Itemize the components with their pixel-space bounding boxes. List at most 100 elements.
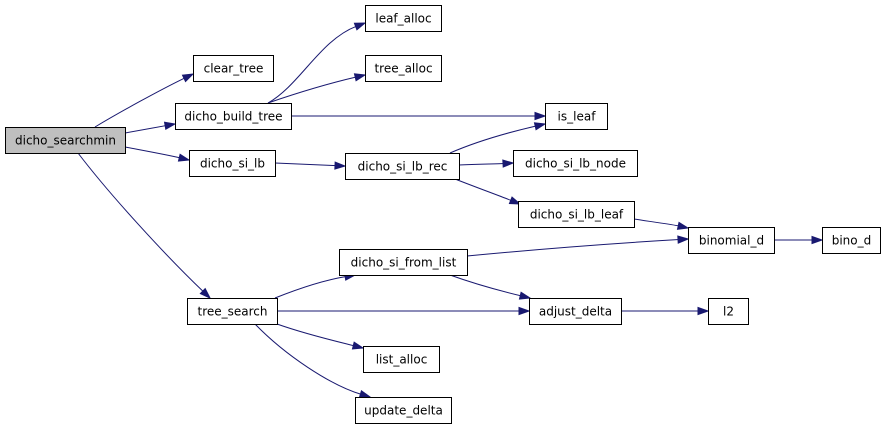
node-label: tree_search bbox=[197, 305, 267, 319]
edge-line bbox=[124, 146, 181, 159]
edge-arrowhead bbox=[181, 73, 195, 83]
node-label: clear_tree bbox=[204, 62, 264, 76]
node-box bbox=[339, 249, 468, 276]
node-dicho-si-lb-rec[interactable]: dicho_si_lb_rec bbox=[345, 153, 460, 180]
node-tree-alloc[interactable]: tree_alloc bbox=[365, 55, 442, 82]
node-box bbox=[365, 55, 442, 82]
edge-line bbox=[267, 25, 357, 104]
node-clear-tree[interactable]: clear_tree bbox=[193, 55, 274, 82]
node-label: update_delta bbox=[364, 404, 443, 418]
node-box bbox=[175, 103, 292, 130]
edge-line bbox=[254, 323, 362, 395]
node-dicho-si-lb-node[interactable]: dicho_si_lb_node bbox=[513, 150, 638, 177]
edge-dicho-si-lb-rec-to-is-leaf bbox=[449, 122, 547, 154]
edge-line bbox=[77, 152, 204, 293]
edge-line bbox=[449, 125, 537, 154]
node-box bbox=[545, 103, 608, 130]
node-box bbox=[688, 227, 775, 254]
edge-dicho-si-from-list-to-adjust-delta bbox=[449, 274, 532, 300]
node-box bbox=[708, 298, 749, 325]
node-box bbox=[345, 153, 460, 180]
edge-binomial-d-to-bino-d bbox=[774, 235, 824, 245]
call-graph-nodes: dicho_searchmin clear_tree dicho_build_tre… bbox=[5, 5, 881, 424]
node-tree-search[interactable]: tree_search bbox=[187, 298, 278, 325]
edge-arrowhead bbox=[351, 341, 365, 350]
node-label: dicho_si_lb_node bbox=[525, 157, 626, 171]
node-dicho-si-from-list[interactable]: dicho_si_from_list bbox=[339, 249, 468, 276]
node-box bbox=[193, 55, 274, 82]
edge-arrowhead bbox=[199, 287, 212, 300]
node-label: tree_alloc bbox=[374, 62, 432, 76]
node-list-alloc[interactable]: list_alloc bbox=[363, 346, 440, 373]
edge-adjust-delta-to-l2 bbox=[621, 306, 710, 316]
node-box bbox=[518, 201, 635, 228]
edge-arrowhead bbox=[502, 159, 515, 168]
node-dicho-searchmin[interactable]: dicho_searchmin bbox=[5, 127, 126, 154]
edge-dicho-si-lb-rec-to-dicho-si-lb-node bbox=[458, 159, 515, 168]
node-label: is_leaf bbox=[558, 110, 597, 124]
node-leaf-alloc[interactable]: leaf_alloc bbox=[365, 5, 442, 32]
edge-line bbox=[449, 274, 522, 297]
edge-arrowhead bbox=[677, 235, 690, 244]
edge-arrowhead bbox=[508, 196, 522, 205]
edge-dicho-searchmin-to-clear-tree bbox=[94, 73, 195, 128]
node-update-delta[interactable]: update_delta bbox=[355, 397, 452, 424]
edge-tree-search-to-adjust-delta bbox=[277, 306, 531, 316]
node-label: dicho_build_tree bbox=[184, 110, 282, 124]
node-label: dicho_si_lb bbox=[200, 157, 265, 171]
edge-arrowhead bbox=[358, 389, 372, 399]
edge-line bbox=[274, 162, 337, 167]
edge-line bbox=[267, 76, 357, 104]
node-bino-d[interactable]: bino_d bbox=[822, 227, 881, 254]
node-label: dicho_si_lb_rec bbox=[358, 160, 448, 174]
edge-arrowhead bbox=[676, 221, 690, 230]
edge-dicho-si-lb-to-dicho-si-lb-rec bbox=[274, 161, 347, 170]
node-box bbox=[363, 346, 440, 373]
edge-line bbox=[454, 178, 512, 202]
node-label: dicho_si_lb_leaf bbox=[530, 208, 624, 222]
node-binomial-d[interactable]: binomial_d bbox=[688, 227, 775, 254]
edge-arrowhead bbox=[533, 122, 547, 131]
node-label: adjust_delta bbox=[539, 305, 612, 319]
edge-arrowhead bbox=[811, 235, 824, 245]
edge-line bbox=[124, 125, 167, 134]
edge-arrowhead bbox=[177, 153, 191, 162]
node-box bbox=[365, 5, 442, 32]
node-dicho-si-lb[interactable]: dicho_si_lb bbox=[189, 150, 276, 177]
node-label: binomial_d bbox=[699, 234, 764, 248]
edge-line bbox=[274, 275, 347, 299]
edge-tree-search-to-dicho-si-from-list bbox=[274, 272, 357, 299]
edge-dicho-si-from-list-to-binomial-d bbox=[466, 235, 690, 257]
edge-tree-search-to-list-alloc bbox=[276, 323, 365, 350]
node-adjust-delta[interactable]: adjust_delta bbox=[529, 298, 622, 325]
edge-arrowhead bbox=[353, 22, 367, 31]
edge-line bbox=[458, 162, 505, 166]
edge-line bbox=[466, 239, 680, 257]
edge-arrowhead bbox=[334, 161, 347, 170]
edge-dicho-si-lb-leaf-to-binomial-d bbox=[633, 218, 690, 230]
node-dicho-si-lb-leaf[interactable]: dicho_si_lb_leaf bbox=[518, 201, 635, 228]
node-box bbox=[187, 298, 278, 325]
edge-dicho-si-lb-rec-to-dicho-si-lb-leaf bbox=[454, 178, 522, 205]
node-label: dicho_si_from_list bbox=[351, 256, 457, 270]
edge-dicho-build-tree-to-tree-alloc bbox=[267, 73, 367, 104]
edge-arrowhead bbox=[518, 291, 532, 300]
node-dicho-build-tree[interactable]: dicho_build_tree bbox=[175, 103, 292, 130]
node-box bbox=[513, 150, 638, 177]
edge-arrowhead bbox=[534, 111, 547, 121]
node-is-leaf[interactable]: is_leaf bbox=[545, 103, 608, 130]
edge-arrowhead bbox=[518, 306, 531, 316]
node-label: bino_d bbox=[832, 234, 872, 248]
node-box bbox=[355, 397, 452, 424]
edge-arrowhead bbox=[697, 306, 710, 316]
node-label: list_alloc bbox=[376, 353, 428, 367]
edge-dicho-build-tree-to-leaf-alloc bbox=[267, 22, 367, 104]
edge-arrowhead bbox=[163, 121, 177, 130]
edge-line bbox=[633, 218, 680, 227]
node-l2[interactable]: l2 bbox=[708, 298, 749, 325]
node-box bbox=[5, 127, 126, 154]
call-graph-edges bbox=[77, 22, 824, 399]
node-box bbox=[189, 150, 276, 177]
edge-dicho-searchmin-to-tree-search bbox=[77, 152, 212, 300]
